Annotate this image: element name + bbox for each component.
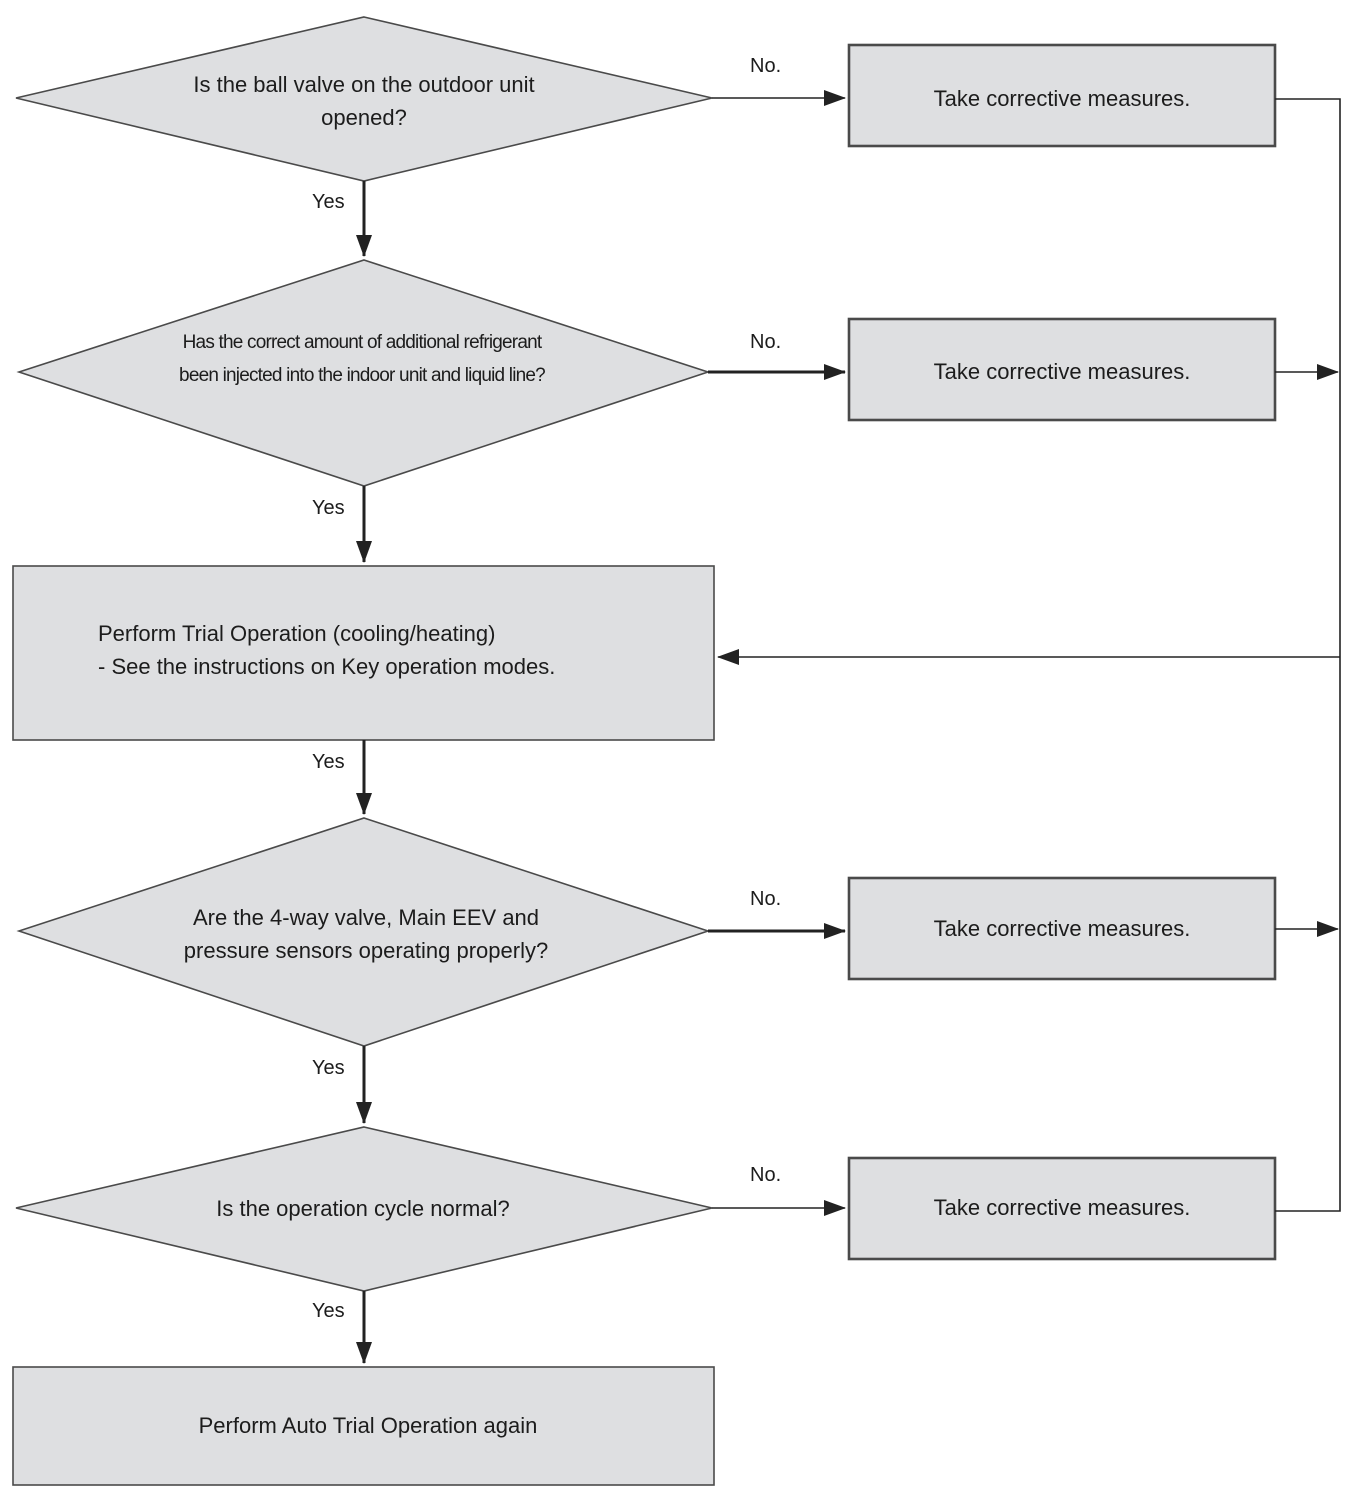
corrective-text-1: Take corrective measures. xyxy=(933,86,1191,111)
decision-refrigerant-line-2: been injected into the indoor unit and l… xyxy=(179,365,546,386)
decision-valves-sensors-text: Are the 4-way valve, Main EEV and pressu… xyxy=(184,901,548,967)
yes-label-4: Yes xyxy=(312,1057,345,1079)
return-line-bottom xyxy=(1275,657,1341,1212)
decision-cycle-line-1: Is the operation cycle normal? xyxy=(216,1196,510,1221)
corrective-text-4: Take corrective measures. xyxy=(933,1195,1191,1220)
corrective-box-2-shape xyxy=(847,317,1277,422)
decision-refrigerant-text: Has the correct amount of additional ref… xyxy=(179,326,546,392)
decision-valves-sensors-line-2: pressure sensors operating properly? xyxy=(183,938,549,963)
yes-label-5: Yes xyxy=(312,1300,345,1322)
no-label-2: No. xyxy=(750,331,782,353)
decision-valves-sensors-line-1: Are the 4-way valve, Main EEV and xyxy=(192,905,540,930)
decision-ball-valve-line-2: opened? xyxy=(321,105,407,130)
decision-ball-valve-line-1: Is the ball valve on the outdoor unit xyxy=(193,72,535,97)
auto-trial-box-shape xyxy=(12,1366,715,1486)
decision-refrigerant-line-1: Has the correct amount of additional ref… xyxy=(182,332,543,353)
corrective-text-2: Take corrective measures. xyxy=(933,359,1191,384)
no-label-4: No. xyxy=(750,1164,782,1186)
decision-ball-valve-text: Is the ball valve on the outdoor unit op… xyxy=(193,68,534,134)
decision-cycle-text: Is the operation cycle normal? xyxy=(216,1192,510,1225)
corrective-box-1-shape xyxy=(847,43,1277,148)
return-line-top xyxy=(1275,98,1341,657)
trial-operation-text: Perform Trial Operation (cooling/heating… xyxy=(98,617,555,683)
yes-label-3: Yes xyxy=(312,751,345,773)
yes-label-1: Yes xyxy=(312,191,345,213)
trial-operation-box-shape xyxy=(12,565,715,741)
no-label-3: No. xyxy=(750,888,782,910)
corrective-text-3: Take corrective measures. xyxy=(933,916,1191,941)
auto-trial-text: Perform Auto Trial Operation again xyxy=(198,1413,538,1438)
trial-operation-line-2: - See the instructions on Key operation … xyxy=(98,654,556,679)
yes-label-2: Yes xyxy=(312,497,345,519)
trial-operation-line-1: Perform Trial Operation (cooling/heating… xyxy=(98,621,496,646)
no-label-1: No. xyxy=(750,55,782,77)
corrective-box-4-shape xyxy=(847,1156,1277,1261)
